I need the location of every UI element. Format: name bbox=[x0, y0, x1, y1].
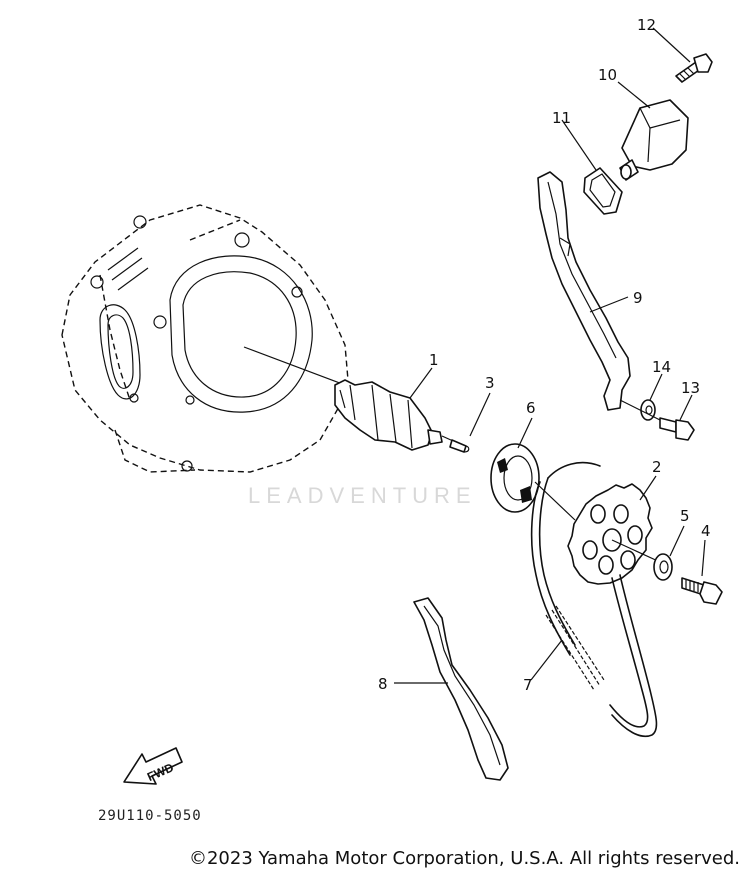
forward-arrow-icon: FWD bbox=[123, 747, 183, 785]
washer bbox=[653, 553, 673, 581]
callout-2: 2 bbox=[652, 458, 662, 476]
cam-plate bbox=[490, 443, 576, 521]
chain-tensioner-guide bbox=[537, 171, 631, 411]
timing-chain bbox=[530, 461, 658, 737]
cylinder-head bbox=[61, 204, 349, 473]
callout-4: 4 bbox=[701, 522, 711, 540]
dowel-pin bbox=[449, 439, 470, 453]
callout-10: 10 bbox=[598, 66, 617, 84]
watermark-text: LEADVENTURE bbox=[248, 483, 477, 508]
callout-7: 7 bbox=[523, 676, 533, 694]
cam-chain-tensioner bbox=[619, 99, 689, 181]
diagram-part-code: 29U110-5050 bbox=[98, 808, 202, 824]
guide-bolt bbox=[659, 417, 695, 441]
cam-sprocket bbox=[567, 483, 653, 585]
callout-3: 3 bbox=[485, 374, 495, 392]
tensioner-gasket bbox=[583, 167, 623, 215]
leader-line-head bbox=[243, 346, 346, 386]
tensioner-bolt bbox=[675, 53, 713, 83]
chain-guide-lower bbox=[413, 597, 509, 781]
callout-6: 6 bbox=[526, 399, 536, 417]
leader-line-guide-bolt bbox=[619, 399, 661, 421]
callout-11: 11 bbox=[552, 109, 571, 127]
callout-leaders bbox=[394, 27, 706, 684]
callout-9: 9 bbox=[633, 289, 643, 307]
callout-1: 1 bbox=[429, 351, 439, 369]
copyright-notice: ©2023 Yamaha Motor Corporation, U.S.A. A… bbox=[188, 848, 740, 869]
callout-8: 8 bbox=[378, 675, 388, 693]
callout-13: 13 bbox=[681, 379, 700, 397]
sprocket-bolt bbox=[681, 577, 723, 605]
callout-5: 5 bbox=[680, 507, 690, 525]
camshaft bbox=[334, 379, 463, 451]
leader-line-sprocket-bolt bbox=[611, 539, 661, 563]
callout-numbers: 1 2 3 4 5 6 7 8 9 10 11 12 13 14 bbox=[378, 16, 711, 694]
callout-12: 12 bbox=[637, 16, 656, 34]
callout-14: 14 bbox=[652, 358, 671, 376]
